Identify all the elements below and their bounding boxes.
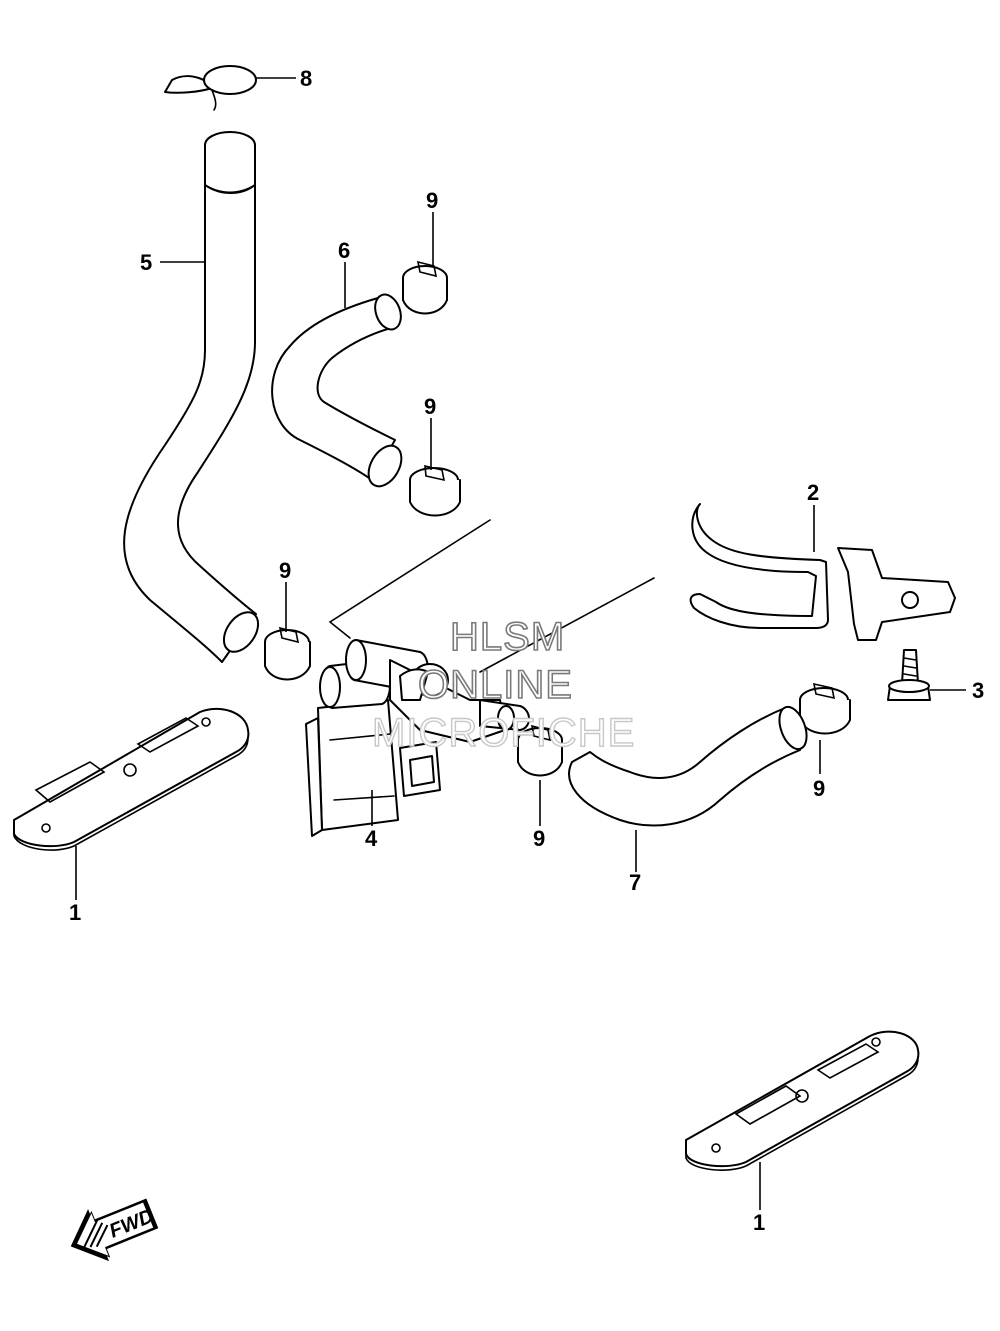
callout-2: 2 [807, 480, 819, 505]
callout-9-left: 9 [279, 558, 291, 583]
hose-part-6 [271, 293, 403, 488]
watermark-line-2: ONLINE [418, 663, 573, 707]
fwd-arrow-icon: FWD [70, 1198, 159, 1262]
callout-9-top: 9 [426, 188, 438, 213]
hose-clamp-part-9-top [402, 260, 448, 315]
callout-1-right: 1 [753, 1210, 765, 1235]
callout-3: 3 [972, 678, 984, 703]
callout-6: 6 [338, 238, 350, 263]
watermark-line-1: HLSM [450, 615, 565, 659]
bolt-part-3 [887, 649, 931, 701]
leader-lines [75, 77, 966, 1210]
reference-lines [328, 519, 655, 673]
hose-clamp-part-9-center [517, 724, 563, 777]
callout-9-center: 9 [533, 826, 545, 851]
callout-7: 7 [629, 870, 641, 895]
hose-part-7 [568, 705, 808, 827]
callout-1-left: 1 [69, 900, 81, 925]
hose-clamp-part-9-right [799, 682, 851, 735]
valve-part-4 [305, 639, 530, 837]
callout-9-right: 9 [813, 776, 825, 801]
callout-5: 5 [140, 250, 152, 275]
hose-part-5 [123, 131, 260, 663]
pad-part-1-right [685, 1030, 920, 1171]
pad-part-1-left [13, 707, 250, 851]
callout-9-mid: 9 [424, 394, 436, 419]
hose-clamp-part-9-mid [409, 464, 461, 517]
watermark-line-3: MICROFICHE [372, 711, 635, 755]
callout-4: 4 [365, 826, 378, 851]
hose-clamp-part-9-left [264, 626, 311, 681]
callout-8: 8 [300, 66, 312, 91]
bracket-pipe-part-2 [689, 503, 956, 641]
cap-clip-part-8 [164, 65, 257, 111]
